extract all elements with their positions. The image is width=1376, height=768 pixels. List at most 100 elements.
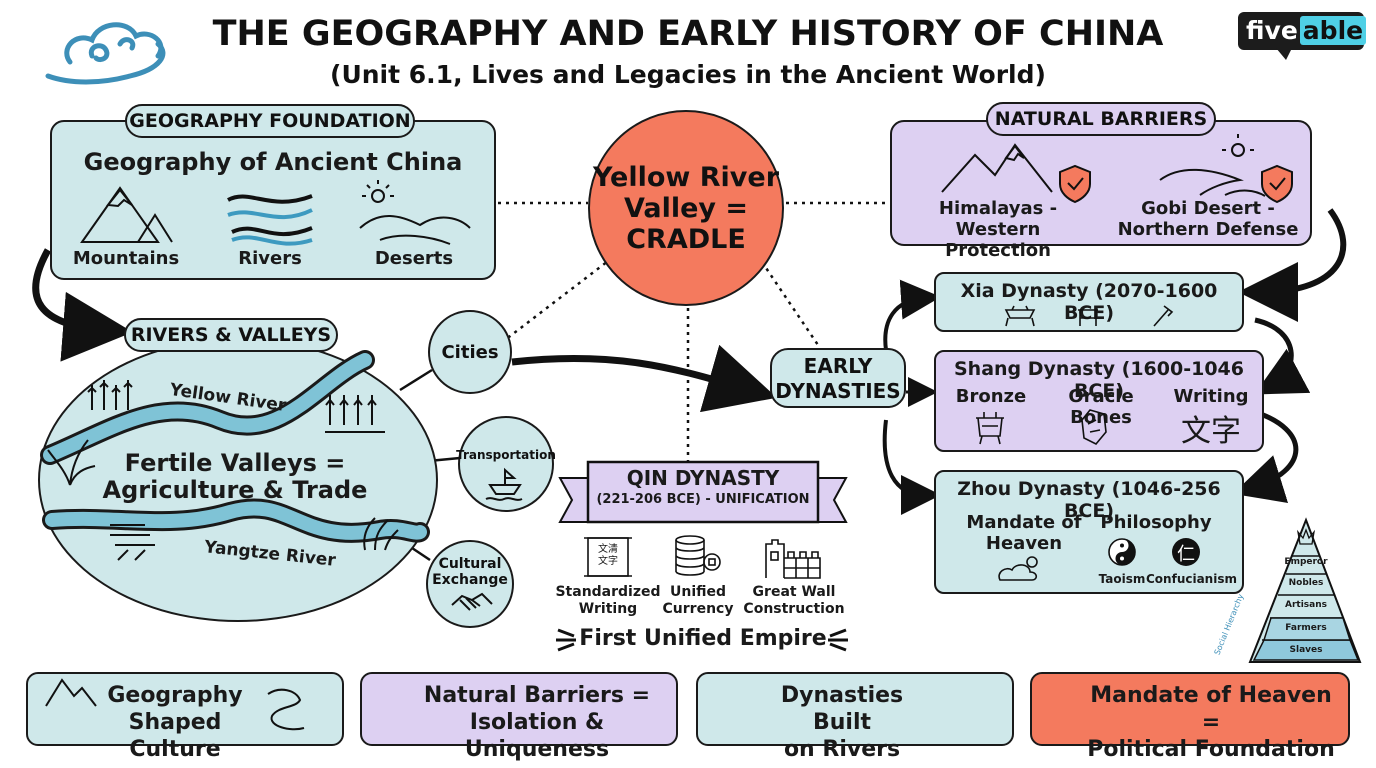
cultural-exchange-node: Cultural Exchange	[426, 540, 514, 628]
fertile-valleys-line-1: Fertile Valleys =	[124, 449, 346, 477]
zhou-mandate-line-2: Heaven	[985, 533, 1063, 554]
qin-item-currency-line-1: Unified	[669, 584, 727, 600]
shield-icon-north	[1261, 164, 1293, 204]
summary-dynasties-text: Dynasties Built on Rivers	[752, 682, 932, 763]
crops-icon	[325, 395, 385, 433]
shang-title: Shang Dynasty (1600-1046 BCE)	[953, 358, 1244, 402]
bronze-vessel-icon	[976, 412, 1004, 445]
shang-item-oracle-bones: Oracle Bones	[1068, 386, 1134, 428]
ren-icon	[1172, 538, 1200, 566]
brand-logo-tail	[1276, 48, 1292, 60]
summary-geography-line-2: Shaped Culture	[128, 710, 222, 762]
qin-item-currency-line-2: Currency	[662, 601, 734, 617]
summary-dynasties-line-1: Dynasties Built	[780, 683, 904, 735]
coins-icon	[675, 535, 721, 576]
early-dynasties-node: EARLY DYNASTIES	[770, 348, 906, 408]
rivers-tag: RIVERS & VALLEYS	[124, 318, 338, 352]
summary-dynasties-line-2: on Rivers	[783, 737, 901, 762]
qin-item-currency: Unified Currency	[650, 584, 746, 618]
ren-char: 仁	[1177, 544, 1195, 565]
grass-icon	[363, 517, 399, 551]
geography-heading: Geography of Ancient China	[83, 148, 463, 176]
barrier-gobi-line-2: Northern Defense	[1117, 219, 1299, 240]
page-subtitle: (Unit 6.1, Lives and Legacies in the Anc…	[330, 60, 1046, 89]
summary-dynasties	[696, 672, 1014, 746]
barriers-tag: NATURAL BARRIERS	[986, 102, 1216, 136]
summary-barriers-text: Natural Barriers = Isolation & Uniquenes…	[404, 682, 670, 763]
barrier-gobi-line-1: Gobi Desert -	[1141, 198, 1275, 219]
cultural-line-1: Cultural	[438, 556, 502, 572]
qin-item-writing-line-1: Standardized	[555, 584, 661, 600]
rivers-icon	[227, 194, 313, 246]
wheat-icon	[87, 380, 133, 410]
arrow-cities-to-dynasties	[511, 344, 777, 413]
summary-barriers-line-1: Natural Barriers =	[423, 683, 651, 708]
qin-item-wall: Great Wall Construction	[742, 584, 846, 618]
geography-item-deserts: Deserts	[374, 248, 454, 269]
zhou-mandate-line-1: Mandate of	[966, 512, 1082, 533]
xia-panel	[934, 272, 1244, 332]
shang-item-bronze: Bronze	[955, 386, 1027, 407]
shang-writing-chars: 文字	[1181, 414, 1241, 449]
zhou-title: Zhou Dynasty (1046-256 BCE)	[957, 478, 1221, 522]
pyramid-crown-icon	[1296, 528, 1316, 545]
mountains-icon	[80, 186, 173, 243]
path-icon	[267, 688, 305, 731]
cradle-line-3: CRADLE	[626, 223, 746, 255]
summary-geography	[26, 672, 344, 746]
cities-label: Cities	[441, 341, 499, 363]
cities-node: Cities	[428, 310, 512, 394]
shang-item-writing: Writing	[1173, 386, 1249, 407]
qin-item-writing-line-2: Writing	[578, 601, 638, 617]
arrow-geo-to-rivers	[32, 248, 133, 362]
cloud-icon	[45, 22, 166, 85]
great-wall-icon	[765, 539, 821, 579]
summary-barriers	[360, 672, 678, 746]
qin-item-wall-line-1: Great Wall	[752, 584, 836, 600]
handshake-icon	[451, 592, 493, 611]
transportation-label: Transportation	[456, 448, 556, 462]
qin-title: QIN DYNASTY	[626, 466, 780, 490]
barriers-panel	[890, 120, 1312, 246]
zhou-panel	[934, 470, 1244, 594]
stool-icon	[1078, 309, 1098, 326]
yin-yang-icon	[1108, 538, 1136, 566]
cradle-circle: Yellow River Valley = CRADLE	[588, 110, 784, 306]
pyramid-level-slaves: Slaves	[1289, 645, 1323, 655]
confucianism-label: Confucianism	[1146, 572, 1237, 586]
qin-footer: First Unified Empire	[579, 626, 827, 651]
geography-tag: GEOGRAPHY FOUNDATION	[125, 104, 415, 138]
qin-subtitle: (221-206 BCE) - UNIFICATION	[596, 492, 810, 507]
transportation-node: Transportation	[456, 416, 556, 512]
geography-item-rivers: Rivers	[238, 248, 302, 269]
fertile-valleys-line-2: Agriculture & Trade	[102, 476, 368, 504]
geography-item-mountains: Mountains	[72, 248, 180, 269]
fertile-valleys-label: Fertile Valleys = Agriculture & Trade	[100, 450, 370, 504]
early-line-1: EARLY	[803, 354, 873, 378]
taoism-label: Taoism	[1098, 572, 1146, 586]
brand-part-one: five	[1246, 16, 1298, 45]
zhou-mandate: Mandate of Heaven	[958, 512, 1090, 554]
oracle-bone-icon	[1081, 409, 1107, 445]
pyramid-level-artisans: Artisans	[1285, 600, 1327, 610]
deserts-icon	[359, 180, 471, 245]
pyramid-level-nobles: Nobles	[1288, 578, 1324, 588]
cradle-line-2: Valley =	[623, 192, 749, 224]
boat-icon	[485, 467, 523, 501]
terrace-icon	[110, 524, 155, 561]
page-title: THE GEOGRAPHY AND EARLY HISTORY OF CHINA	[212, 14, 1164, 54]
summary-geography-line-1: Geography	[107, 683, 243, 708]
cradle-line-1: Yellow River	[592, 161, 780, 193]
barrier-gobi: Gobi Desert - Northern Defense	[1110, 198, 1306, 240]
scroll-icon	[584, 537, 632, 577]
arrow-early-to-zhou	[882, 419, 941, 515]
arrow-early-to-xia	[883, 279, 941, 351]
